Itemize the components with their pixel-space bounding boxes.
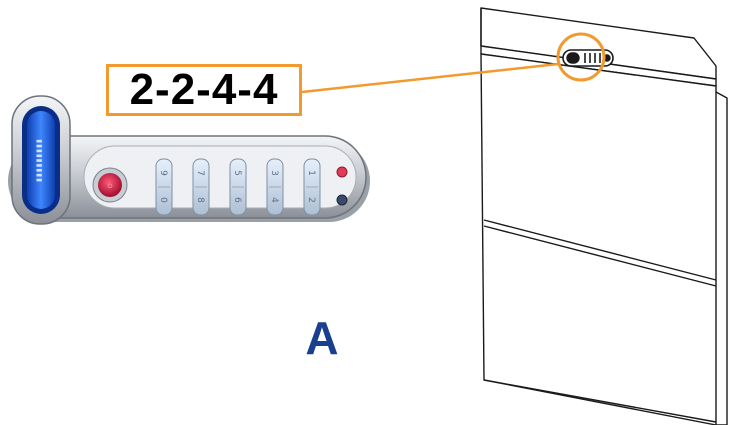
status-led-red [336, 166, 348, 178]
callout-circle [556, 32, 606, 82]
lock-blue-window [27, 111, 55, 209]
locker-cabinet [480, 7, 728, 425]
drawer-divider-top [483, 219, 717, 281]
key-label-top: 1 [306, 170, 316, 176]
keypad-key[interactable]: 78 [192, 158, 210, 216]
key-label-top: 9 [158, 170, 168, 176]
power-button-glyph: ⏻ [108, 183, 113, 190]
panel-letter: A [305, 312, 339, 364]
callout-leader-line [301, 62, 559, 94]
key-label-top: 7 [195, 170, 205, 176]
code-label: 2-2-4-4 [129, 65, 279, 114]
keypad-key[interactable]: 56 [229, 158, 247, 216]
keypad-key[interactable]: 34 [266, 158, 284, 216]
cabinet-body [480, 53, 728, 425]
key-label-bottom: 4 [269, 197, 279, 203]
key-label-top: 5 [232, 170, 242, 176]
keypad-panel [83, 145, 357, 209]
lock-brand-mark: ▮▮▮▮▮▮▮▮▮ [35, 138, 43, 182]
key-label-top: 3 [269, 170, 279, 176]
keypad-key[interactable]: 12 [303, 158, 321, 216]
status-led-dark [336, 194, 348, 206]
key-label-bottom: 2 [306, 197, 316, 203]
drawer-divider-bottom [483, 225, 717, 287]
cabinet-lock [562, 49, 614, 67]
key-label-bottom: 8 [195, 197, 205, 203]
callout [301, 32, 606, 94]
key-label-bottom: 6 [232, 197, 242, 203]
power-button[interactable] [98, 173, 122, 197]
code-callout-box: 2-2-4-4 [106, 64, 302, 116]
keypad-key[interactable]: 90 [155, 158, 173, 216]
key-label-bottom: 0 [158, 197, 168, 203]
cabinet-bottom-edge [483, 379, 717, 423]
